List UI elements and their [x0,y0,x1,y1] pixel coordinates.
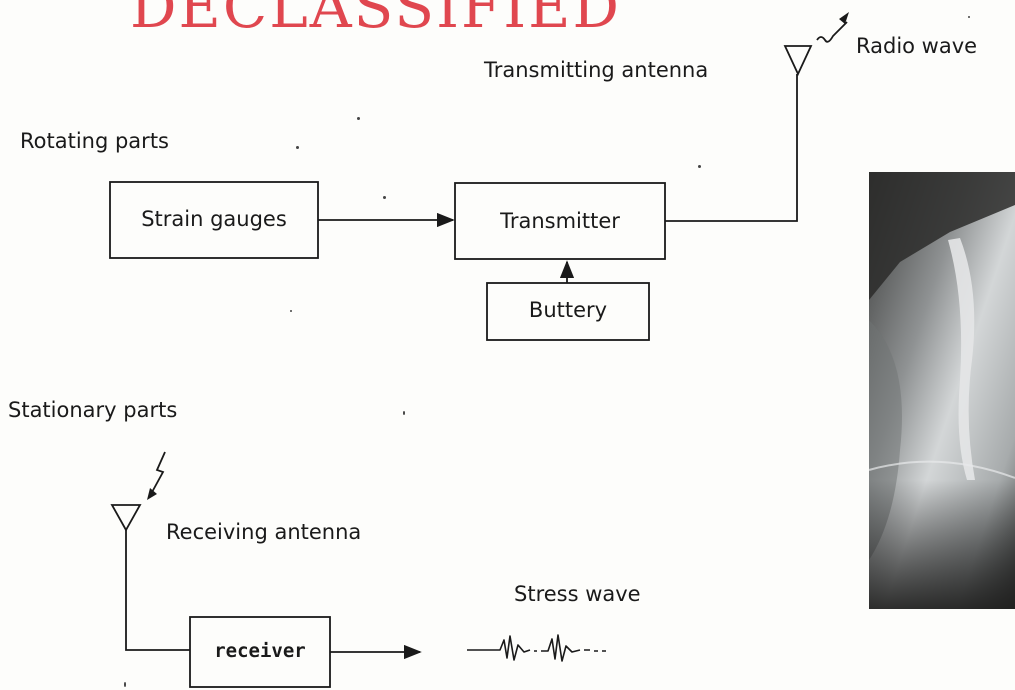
scan-speck [290,310,292,312]
receiving-antenna-icon [110,504,142,532]
transmitting-antenna-icon [783,45,813,77]
stationary-parts-label: Stationary parts [8,398,178,422]
receiving-antenna-label: Receiving antenna [166,520,362,544]
scan-speck [968,16,970,18]
scan-speck [357,117,360,120]
scan-speck [698,165,701,168]
antenna-receiver-wire [125,530,190,651]
strain-gauges-label: Strain gauges [141,207,287,231]
transmitter-label: Transmitter [500,209,620,233]
rotating-parts-label: Rotating parts [20,129,169,153]
scan-speck [124,682,126,687]
turbine-blade-photo [868,172,1015,609]
battery-label: Buttery [528,298,608,322]
stress-wave-trace [467,634,606,662]
battery-box [486,282,650,341]
incoming-signal-icon [150,451,166,495]
receiver-label: receiver [214,640,306,662]
stress-wave-label: Stress wave [514,582,641,606]
transmitting-antenna-label: Transmitting antenna [484,58,709,82]
scan-speck [296,146,299,149]
transmitter-antenna-wire [665,74,798,222]
scan-speck [403,411,405,415]
radio-wave-icon [816,21,848,43]
declassified-stamp: DECLASSIFIED [130,0,621,41]
radio-wave-label: Radio wave [856,34,978,58]
scan-speck [383,196,386,199]
